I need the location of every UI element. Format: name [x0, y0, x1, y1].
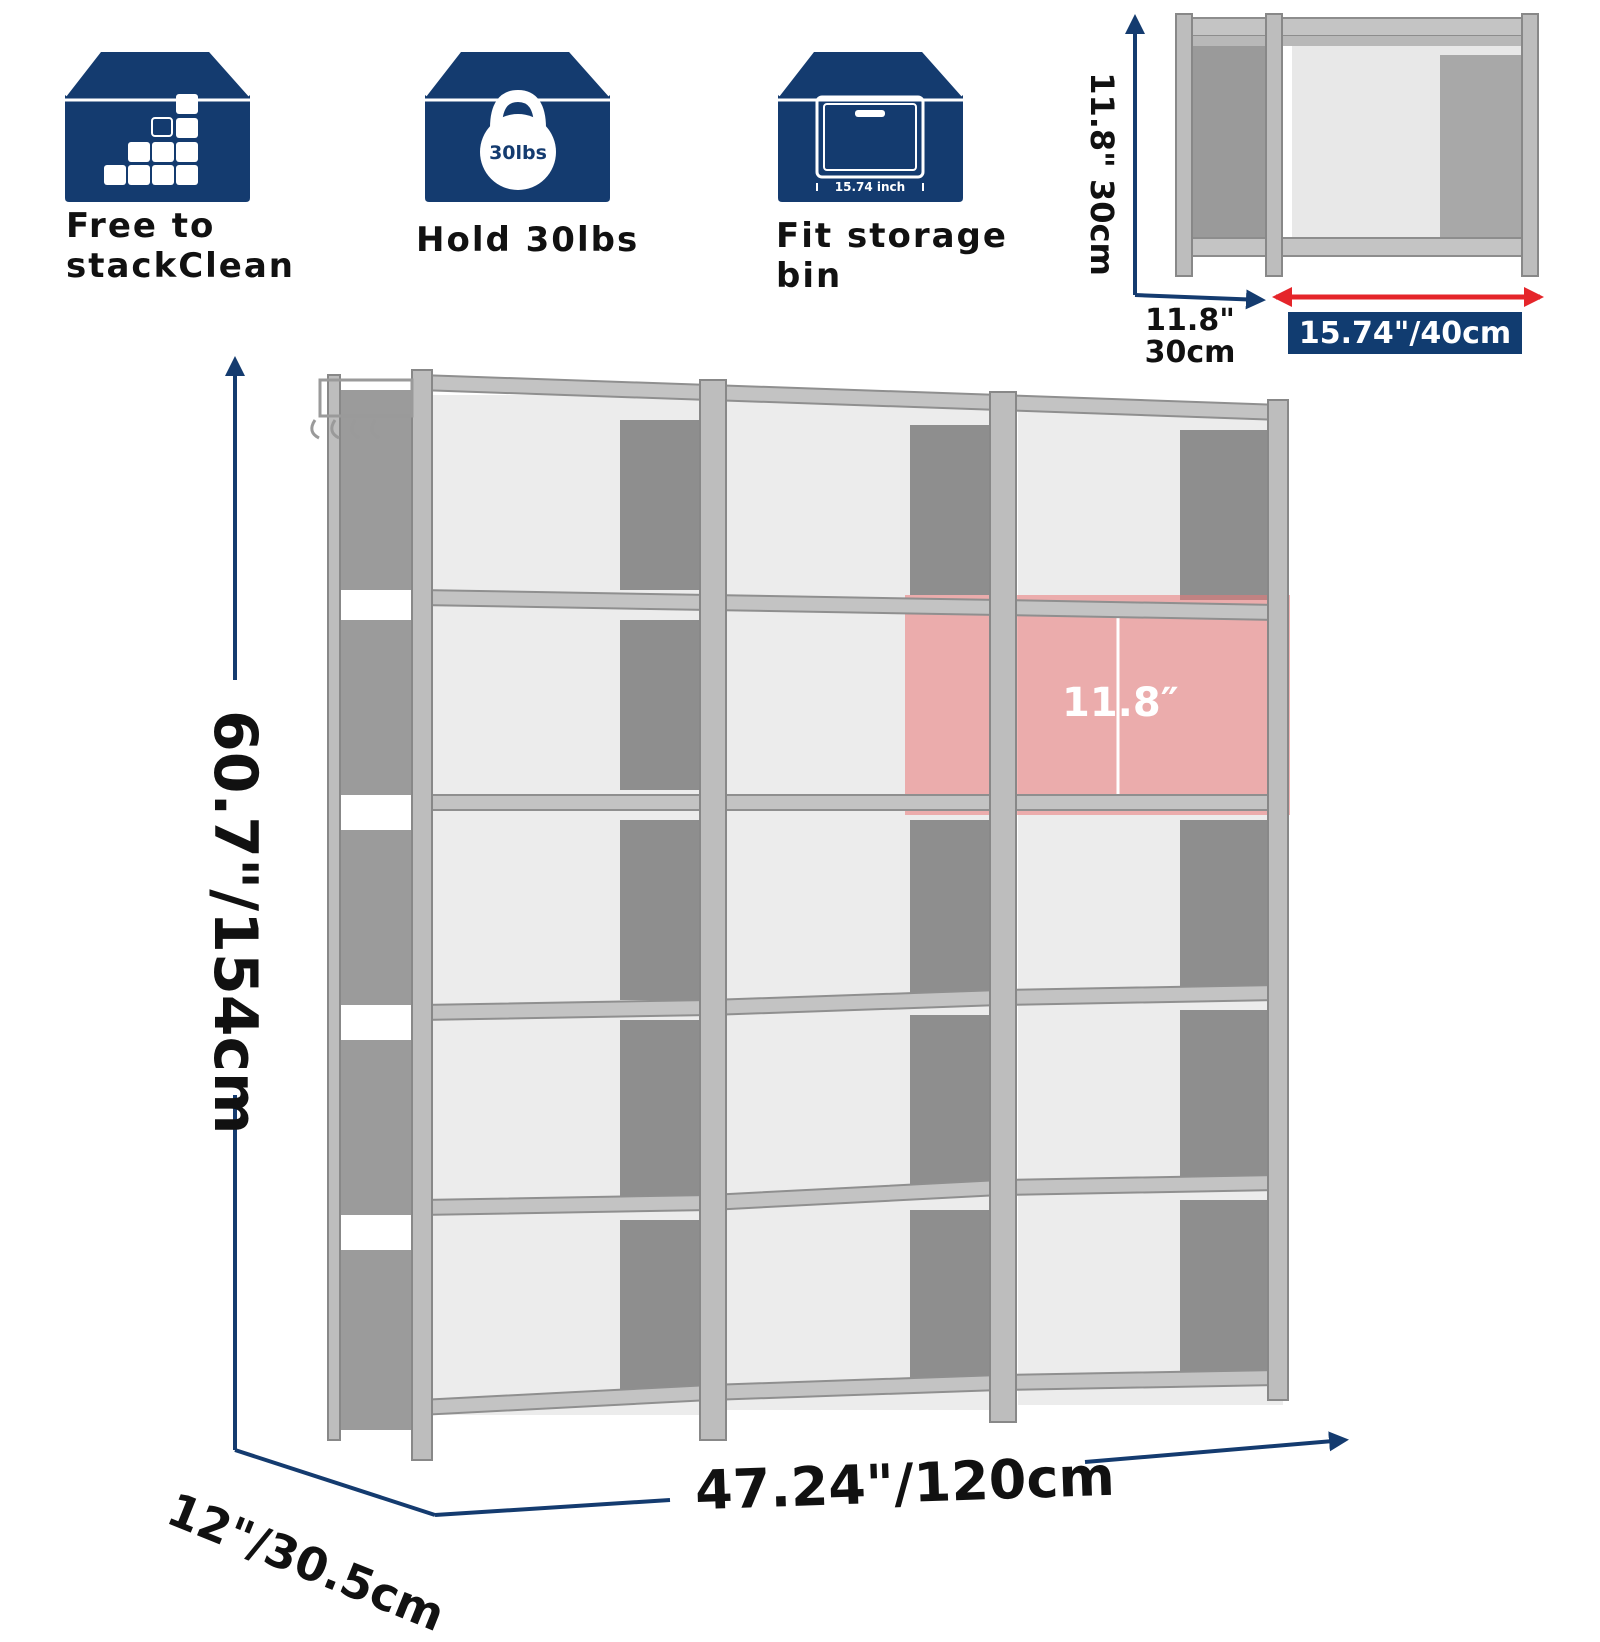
hook-rack-icon [310, 378, 414, 440]
left-fabric [332, 390, 420, 1430]
storage-bin-icon [776, 48, 965, 202]
posts [327, 369, 1289, 1461]
kettlebell-icon [423, 48, 612, 202]
feature-label-bin: Fit storage bin [776, 216, 1008, 296]
kettlebell-label: 30lbs [489, 142, 547, 164]
back-panels [432, 395, 1283, 1415]
highlight-cube [905, 595, 1290, 815]
stack-blocks-icon [63, 48, 252, 202]
shelf-unit-diagram [225, 356, 1349, 1517]
feature-label-stack: Free to stackClean [66, 206, 296, 286]
inset-depth-label: 11.8" 30cm [1144, 303, 1236, 370]
inset-width-badge: 15.74"/40cm [1288, 312, 1522, 354]
inset-cube-diagram [1125, 13, 1544, 310]
cube-height-label: 11.8″ [1062, 680, 1179, 726]
feature-label-weight: Hold 30lbs [416, 220, 640, 260]
side-panels [620, 420, 1272, 1400]
storage-bin-label: 15.74 inch [834, 180, 906, 194]
height-label: 60.7"/154cm [200, 710, 270, 1135]
